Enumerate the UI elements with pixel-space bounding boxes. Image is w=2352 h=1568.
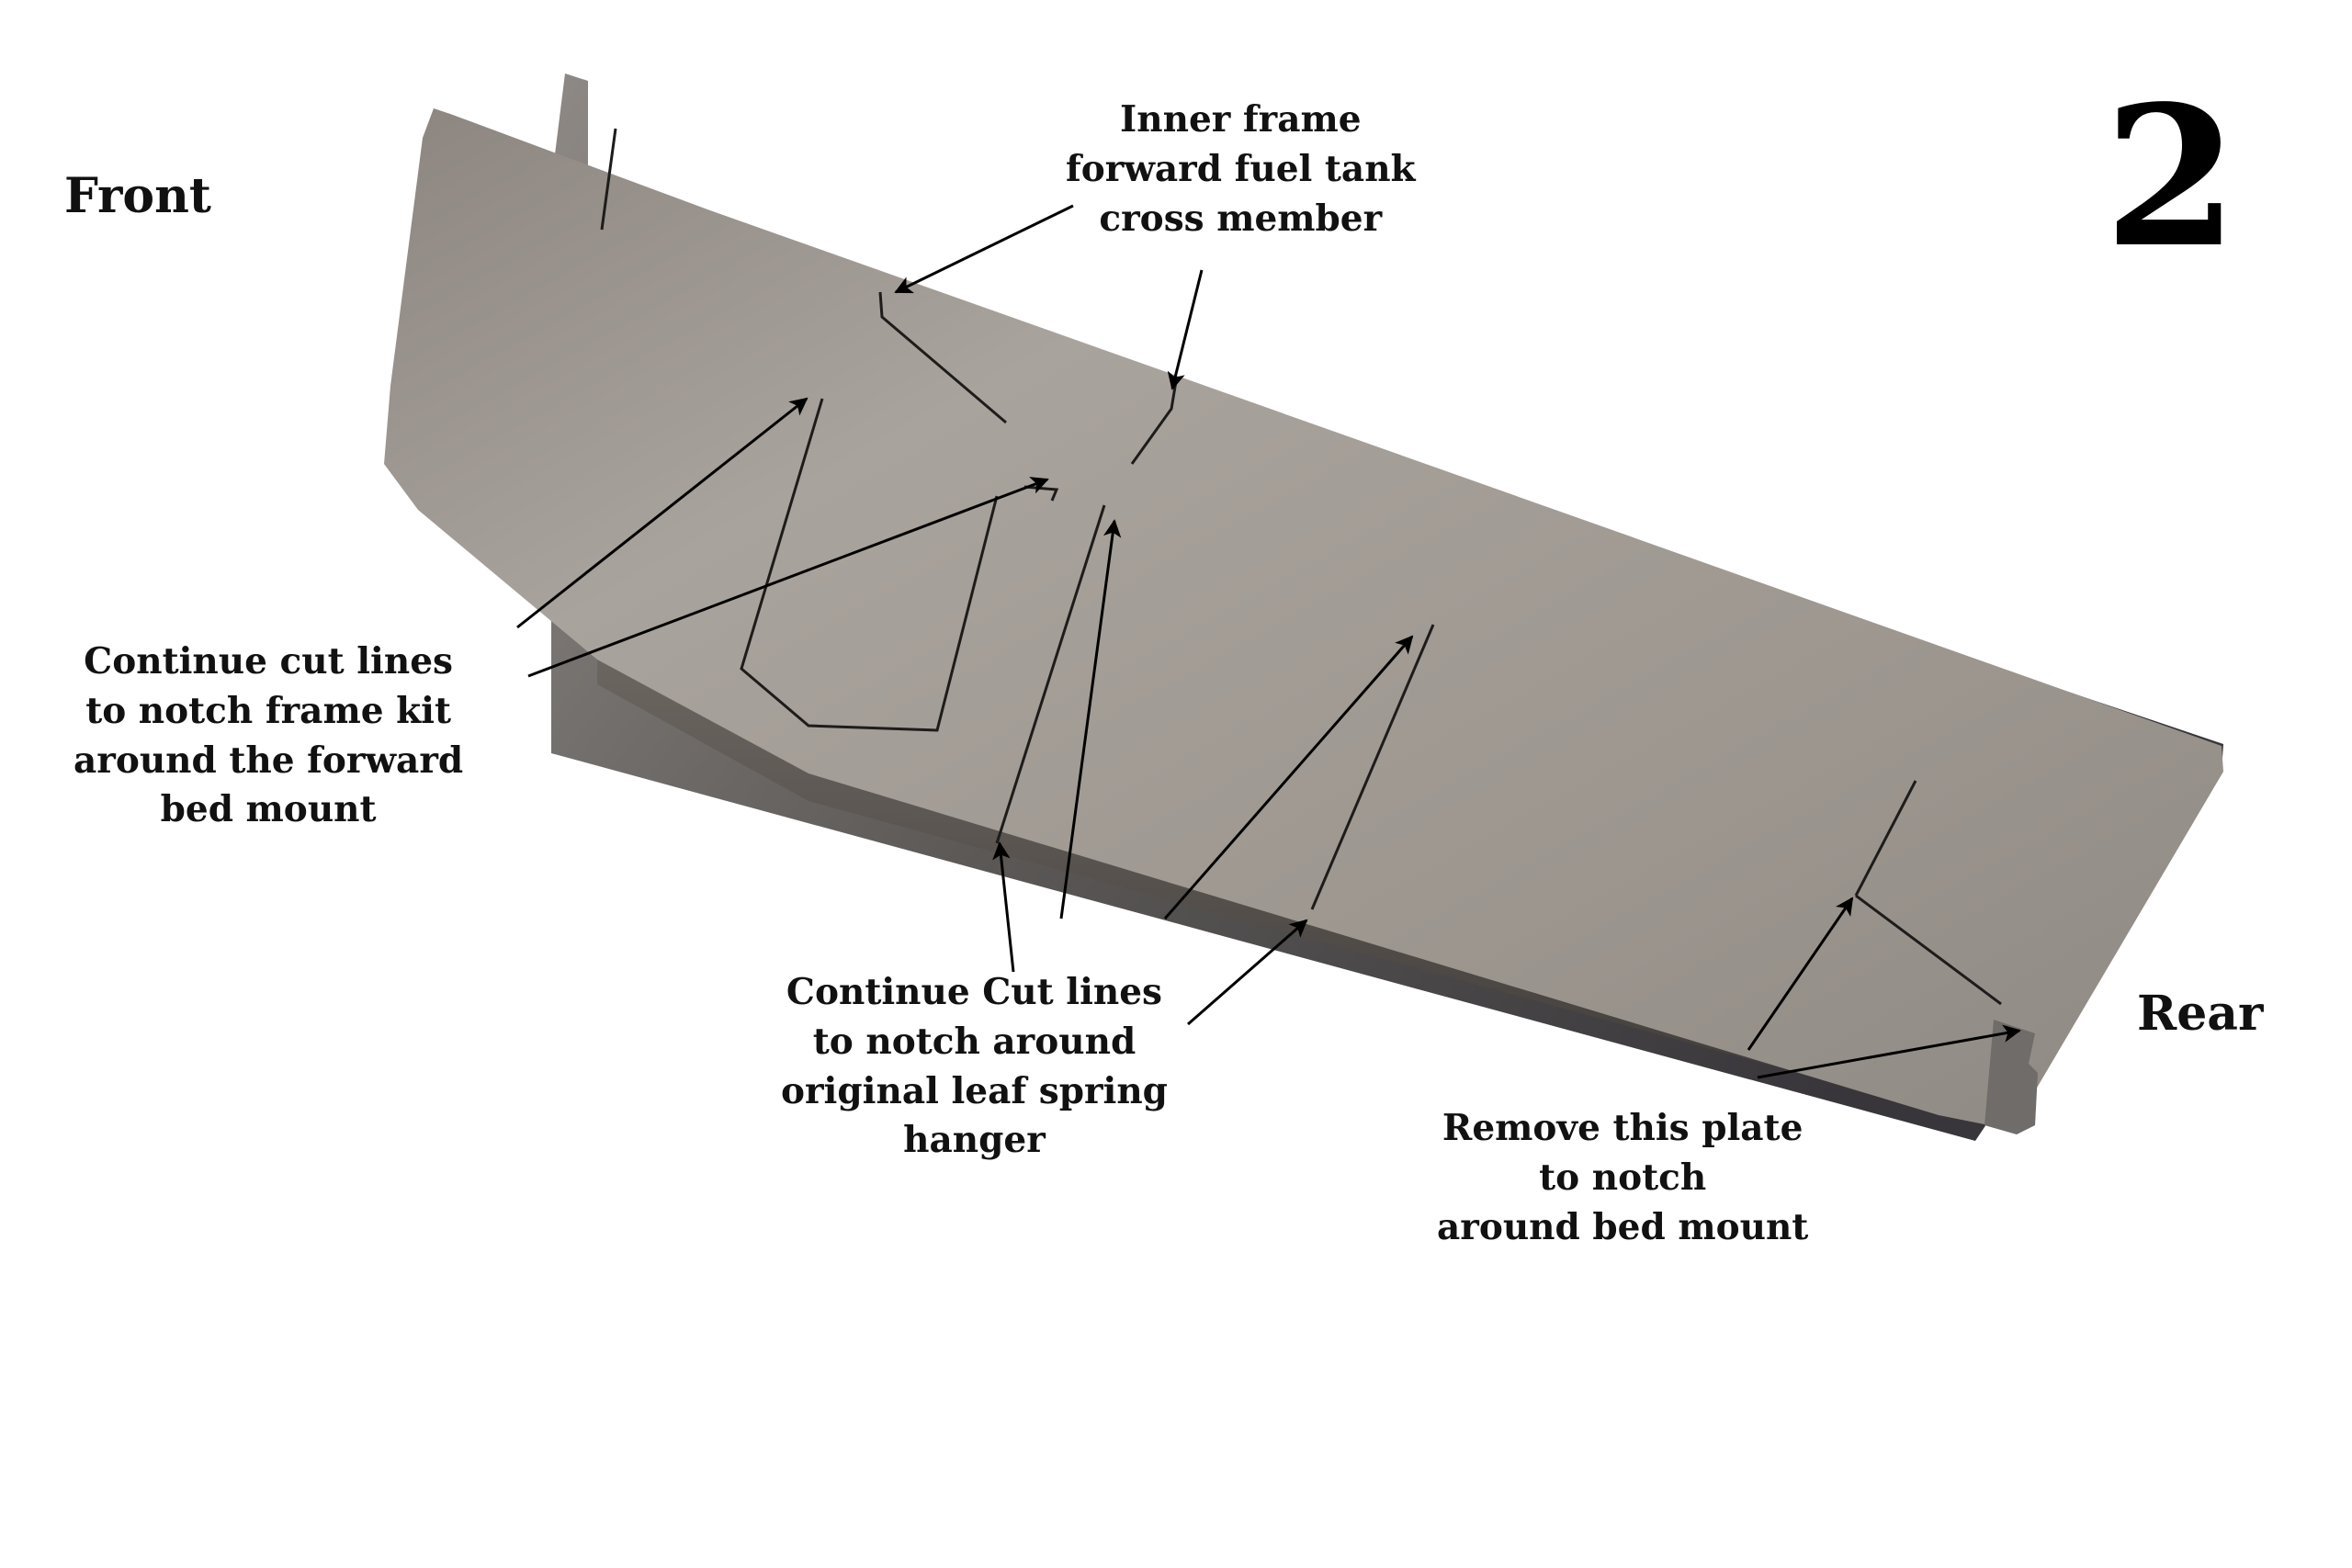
callout-rear-plate: Remove this plate to notch around bed mo…	[1437, 1104, 1808, 1252]
callout-line: Continue Cut lines	[786, 971, 1163, 1013]
rear-label: Rear	[2137, 986, 2264, 1042]
rear-plate	[1984, 1020, 2038, 1134]
callout-line: around bed mount	[1437, 1205, 1809, 1248]
callout-inner-frame: Inner frame forward fuel tank cross memb…	[1066, 96, 1416, 243]
cut-line-hanger-left	[995, 504, 1106, 844]
step-number: 2	[2104, 63, 2239, 290]
callout-arrows	[516, 204, 2021, 1079]
cut-line-bed-mount-notch	[740, 398, 999, 732]
arrow-cross-member	[1167, 269, 1204, 390]
callout-forward-bed-mount: Continue cut lines to notch frame kit ar…	[74, 637, 463, 835]
cut-lines	[600, 128, 2002, 1006]
cut-line-rear-vertical	[1854, 780, 1917, 897]
callout-line: to notch around	[812, 1020, 1136, 1063]
arrow-bed-mount-a	[516, 397, 808, 629]
arrow-hanger-d	[1187, 919, 1308, 1026]
callout-line: hanger	[903, 1119, 1046, 1162]
outer-frame-plate	[384, 108, 2223, 1130]
callout-line: original leaf spring	[781, 1069, 1168, 1112]
arrow-hanger-c	[1163, 635, 1414, 919]
callout-line: to notch	[1539, 1156, 1707, 1199]
cut-line-inner-front	[600, 128, 617, 231]
arrow-hanger-b	[1059, 519, 1122, 919]
callout-line: bed mount	[160, 788, 377, 831]
cut-line-rear-diagonal	[1855, 894, 2002, 1006]
callout-line: Continue cut lines	[84, 640, 453, 682]
cut-line-hanger-right	[1310, 624, 1435, 910]
callout-line: to notch frame kit	[85, 689, 451, 732]
cut-line-inner-tank	[878, 291, 1007, 424]
arrow-bed-mount-b	[527, 477, 1049, 678]
arrow-hanger-a	[992, 841, 1015, 973]
arrow-rear-plate-b	[1757, 1024, 2021, 1079]
callout-leaf-spring-hanger: Continue Cut lines to notch around origi…	[781, 968, 1168, 1166]
cut-line-inner-mid	[1130, 380, 1178, 465]
callout-line: Inner frame	[1120, 98, 1362, 141]
callout-line: cross member	[1099, 197, 1383, 240]
callout-line: forward fuel tank	[1066, 147, 1416, 190]
callout-line: Remove this plate	[1442, 1107, 1804, 1149]
callout-line: around the forward	[74, 739, 464, 782]
front-label: Front	[64, 168, 211, 224]
arrow-rear-plate-a	[1747, 897, 1854, 1051]
arrow-inner-frame	[894, 204, 1074, 294]
